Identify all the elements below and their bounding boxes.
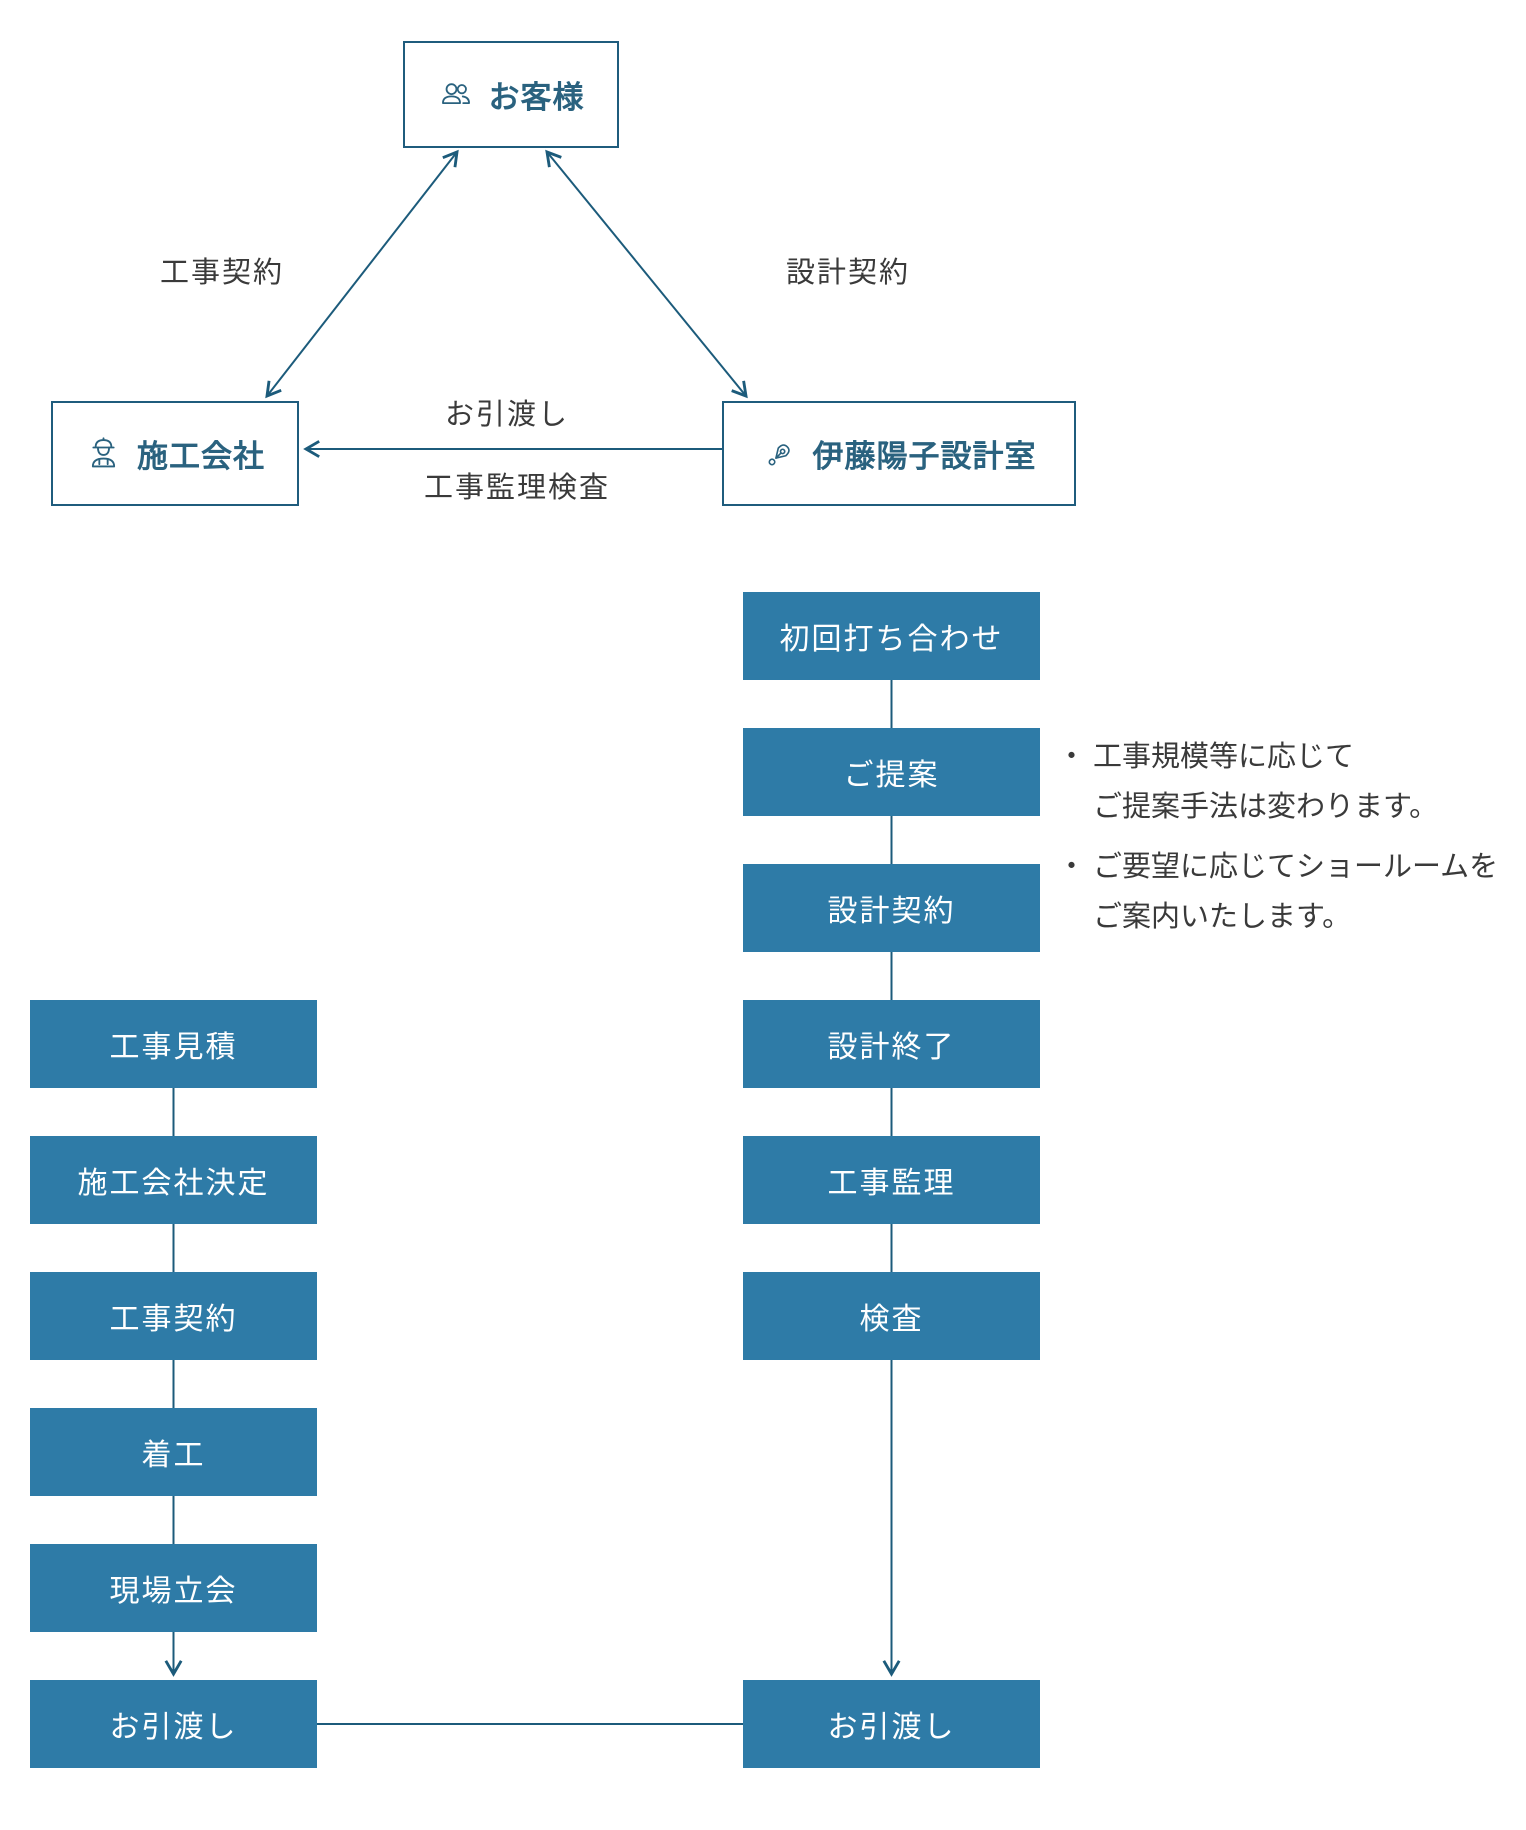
construction-worker-icon (85, 435, 122, 472)
design-office-label: 伊藤陽子設計室 (812, 439, 1037, 475)
flow-step-right-3: 設計契約 (743, 864, 1040, 952)
flow-step-left-5: 現場立会 (30, 1544, 317, 1632)
note-line: 工事規模等に応じて (1093, 739, 1355, 773)
customer-label: お客様 (488, 80, 585, 116)
flow-step-left-2: 施工会社決定 (30, 1136, 317, 1224)
edge-label-handover: お引渡し (444, 397, 570, 431)
flow-step-left-4: 着工 (30, 1408, 317, 1496)
flow-step-right-4: 設計終了 (743, 1000, 1040, 1088)
flow-step-left-6: お引渡し (30, 1680, 317, 1768)
notes-block: ・ 工事規模等に応じて ご提案手法は変わります。 ・ ご要望に応じてショールーム… (1057, 731, 1517, 951)
note-line: ご提案手法は変わります。 (1093, 789, 1439, 823)
design-office-box: 伊藤陽子設計室 (722, 401, 1076, 506)
flow-step-right-7: お引渡し (743, 1680, 1040, 1768)
edge-label-construction-contract: 工事契約 (159, 255, 285, 289)
people-icon (438, 77, 474, 113)
flow-step-right-1: 初回打ち合わせ (743, 592, 1040, 680)
edge-label-supervision-inspection: 工事監理検査 (423, 470, 611, 504)
flow-step-right-6: 検査 (743, 1272, 1040, 1360)
flow-step-right-2: ご提案 (743, 728, 1040, 816)
note-line: ご案内いたします。 (1093, 899, 1352, 933)
note-proposal-method: ・ 工事規模等に応じて ご提案手法は変わります。 (1057, 731, 1517, 831)
note-showroom: ・ ご要望に応じてショールームを ご案内いたします。 (1057, 841, 1517, 941)
contractor-box: 施工会社 (51, 401, 299, 506)
pen-nib-icon (762, 436, 798, 472)
note-line: ご要望に応じてショールームを (1093, 849, 1499, 883)
flow-step-left-3: 工事契約 (30, 1272, 317, 1360)
customer-box: お客様 (403, 41, 619, 148)
flow-step-right-5: 工事監理 (743, 1136, 1040, 1224)
edge-label-design-contract: 設計契約 (785, 255, 911, 289)
note-bullet: ・ (1057, 739, 1087, 773)
arrow-customer-design-office (545, 149, 748, 399)
arrow-customer-contractor (265, 149, 459, 399)
flow-step-left-1: 工事見積 (30, 1000, 317, 1088)
note-bullet: ・ (1057, 849, 1087, 883)
contractor-label: 施工会社 (137, 439, 265, 475)
